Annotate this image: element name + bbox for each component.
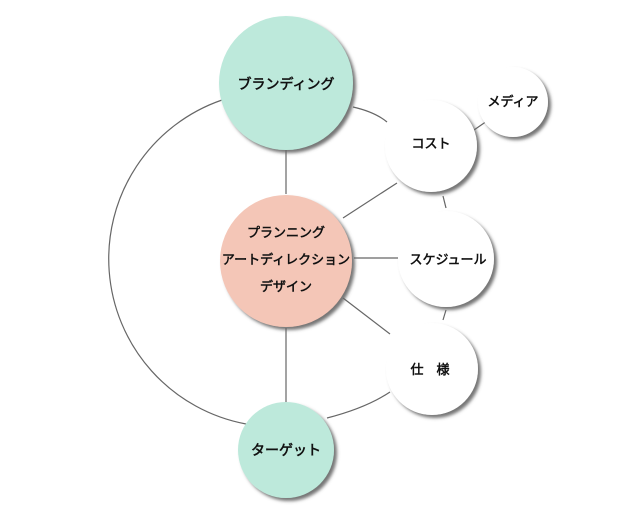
node-schedule: スケジュール <box>398 211 494 307</box>
node-center-label-planning: プランニング <box>247 225 325 241</box>
node-center-label-design: デザイン <box>260 279 312 295</box>
connector-lines <box>108 99 488 425</box>
node-target-label: ターゲット <box>251 442 321 459</box>
node-spec-label: 仕 様 <box>409 362 450 378</box>
node-center: プランニング アートディレクション デザイン <box>220 195 352 327</box>
node-media-label: メディア <box>487 94 538 110</box>
node-spec-circle <box>386 323 478 415</box>
node-center-label-art-direction: アートディレクション <box>222 252 350 268</box>
node-center-circle <box>220 195 352 327</box>
outer-arc <box>108 99 247 425</box>
branding-cost-arc <box>352 106 388 123</box>
node-cost: コスト <box>385 100 477 192</box>
schedule-spec-line <box>442 309 447 321</box>
node-branding-circle <box>219 16 353 150</box>
node-media: メディア <box>478 67 548 137</box>
center-spec-line <box>342 297 391 335</box>
cost-schedule-line <box>442 195 447 209</box>
target-spec-arc <box>326 391 391 419</box>
node-schedule-label: スケジュール <box>409 253 486 268</box>
node-cost-circle <box>385 100 477 192</box>
node-spec: 仕 様 <box>386 323 478 415</box>
node-branding-label: ブランディング <box>237 76 334 93</box>
node-schedule-circle <box>398 211 494 307</box>
node-media-circle <box>478 67 548 137</box>
node-target: ターゲット <box>238 402 334 498</box>
node-branding: ブランディング <box>219 16 353 150</box>
node-target-circle <box>238 402 334 498</box>
center-cost-line <box>342 182 398 219</box>
node-cost-label: コスト <box>411 137 450 152</box>
